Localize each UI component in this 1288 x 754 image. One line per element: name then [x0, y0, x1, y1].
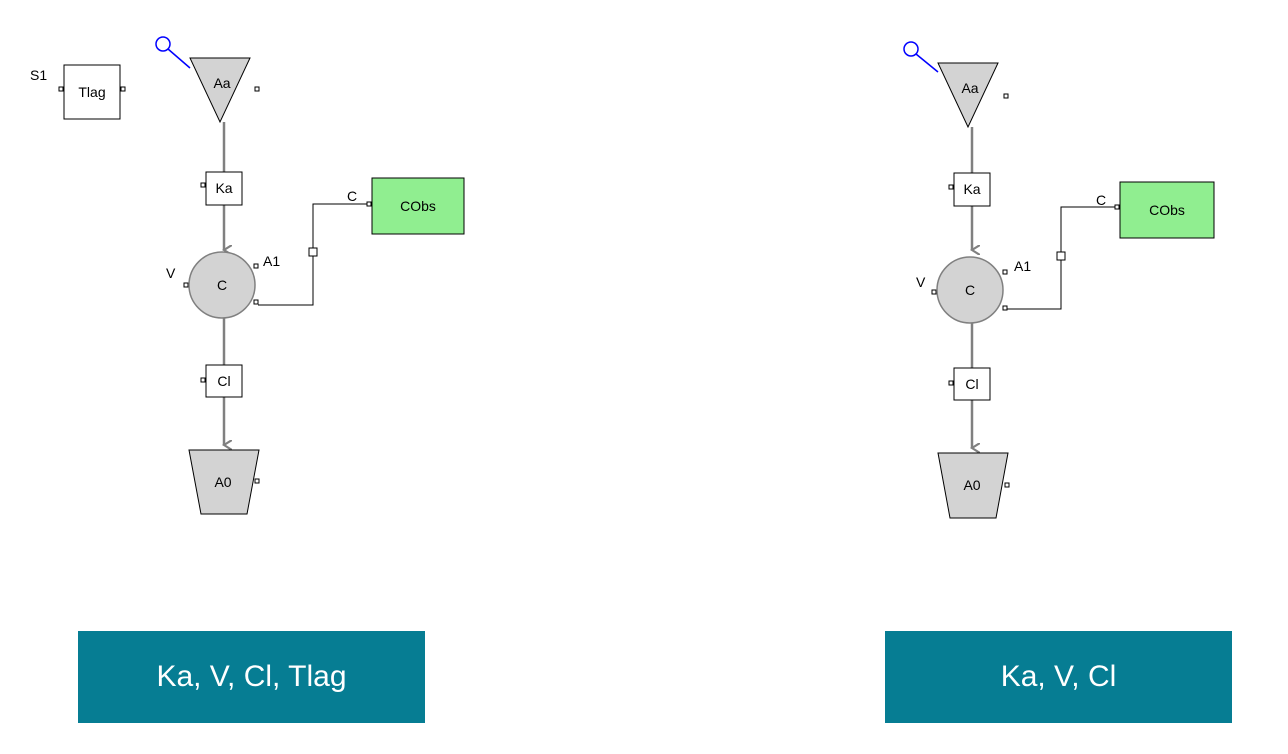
dose-compartment[interactable]: Aa — [937, 62, 1009, 129]
observation-box[interactable]: C CObs — [1096, 181, 1215, 239]
ka-label: Ka — [963, 181, 980, 197]
volume-port[interactable] — [931, 289, 937, 295]
absorption-rate-box[interactable]: Ka — [200, 171, 243, 206]
amount-port[interactable] — [1002, 269, 1008, 275]
tlag-output-port[interactable] — [120, 86, 126, 92]
central-compartment-label: C — [965, 282, 975, 298]
central-compartment[interactable]: V C A1 — [916, 256, 1031, 324]
cl-label: Cl — [965, 376, 978, 392]
elimination-compartment-label: A0 — [963, 477, 980, 493]
elimination-compartment-label: A0 — [214, 474, 231, 490]
amount-label: A1 — [1014, 258, 1031, 274]
observation-label: CObs — [400, 198, 436, 214]
diagram-right: Aa Ka V C A1 C CObs — [903, 41, 1215, 519]
tlag-input-port[interactable] — [58, 86, 64, 92]
absorption-rate-box[interactable]: Ka — [948, 172, 991, 207]
volume-label: V — [916, 274, 926, 290]
dose-handle-icon[interactable] — [155, 36, 191, 69]
cl-port[interactable] — [200, 377, 206, 383]
concentration-port[interactable] — [253, 299, 259, 305]
cl-label: Cl — [217, 373, 230, 389]
central-compartment[interactable]: V C A1 — [166, 251, 280, 319]
observation-input-label: C — [347, 188, 357, 204]
elimination-port[interactable] — [1004, 482, 1010, 488]
observation-input-label: C — [1096, 192, 1106, 208]
volume-port[interactable] — [183, 282, 189, 288]
tlag-block[interactable]: S1 Tlag — [30, 64, 126, 120]
observation-port[interactable] — [366, 201, 372, 207]
observation-box[interactable]: C CObs — [347, 177, 465, 235]
tlag-box[interactable] — [63, 64, 121, 120]
model-parameters-banner: Ka, V, Cl — [885, 631, 1232, 723]
dose-compartment-label: Aa — [213, 75, 230, 91]
clearance-box[interactable]: Cl — [948, 367, 991, 401]
dose-compartment-label: Aa — [961, 80, 978, 96]
elimination-compartment[interactable]: A0 — [188, 449, 260, 515]
observation-link-handle[interactable] — [308, 247, 318, 257]
ka-port[interactable] — [948, 184, 954, 190]
elimination-port[interactable] — [254, 478, 260, 484]
dose-compartment-port[interactable] — [254, 86, 260, 92]
dose-compartment-port[interactable] — [1003, 93, 1009, 99]
concentration-port[interactable] — [1002, 305, 1008, 311]
dose-compartment[interactable]: Aa — [189, 57, 260, 124]
tlag-label: Tlag — [78, 84, 105, 100]
ka-label: Ka — [215, 180, 232, 196]
dose-handle-icon[interactable] — [903, 41, 939, 73]
central-compartment-label: C — [217, 277, 227, 293]
observation-label: CObs — [1149, 202, 1185, 218]
elimination-compartment[interactable]: A0 — [937, 452, 1010, 519]
observation-port[interactable] — [1114, 204, 1120, 210]
model-parameters-banner: Ka, V, Cl, Tlag — [78, 631, 425, 723]
volume-label: V — [166, 265, 176, 281]
cl-port[interactable] — [948, 380, 954, 386]
lag-input-label: S1 — [30, 67, 47, 83]
clearance-box[interactable]: Cl — [200, 364, 243, 398]
ka-port[interactable] — [200, 182, 206, 188]
amount-port[interactable] — [253, 263, 259, 269]
observation-link-handle[interactable] — [1056, 251, 1066, 261]
diagram-left: S1 Tlag Aa Ka V — [30, 36, 465, 515]
amount-label: A1 — [263, 253, 280, 269]
